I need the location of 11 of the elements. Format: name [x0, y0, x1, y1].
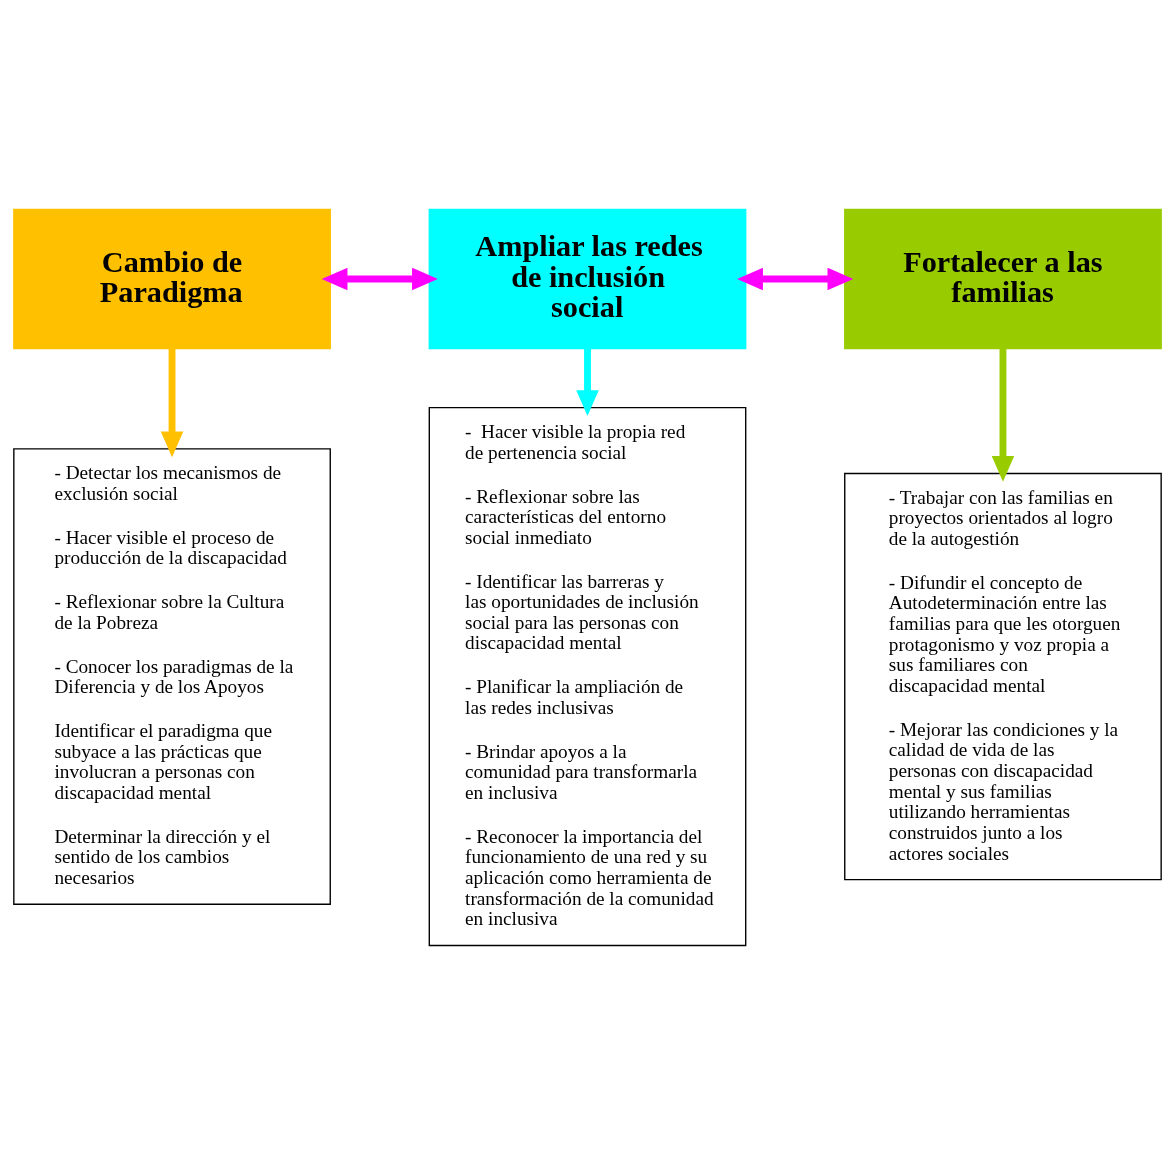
node-box: Cambio de Paradigma [13, 208, 331, 350]
arrow [576, 348, 599, 416]
node-box: - Detectar los mecanismos de exclusión social - Hacer visible el proceso de producción de la discapacidad - Reflexionar sobre la Cultura de la Pobreza - Conocer los paradigmas de la Diferencia y de los Apoyos Identificar el paradigma que subyace a las prácticas que involucran a personas con discapacidad mental Determinar la dirección y el sentido de los cambios necesarios [13, 448, 331, 905]
node-box: - Trabajar con las familias en proyectos orientados al logro de la autogestión - Difundir el concepto de Autodeterminación entre las familias para que les otorguen protagonismo y voz propia a sus familiares con discapacidad mental - Mejorar las condiciones y la calidad de vida de las personas con discapacidad mental y sus familias utilizando herramientas construidos junto a los actores sociales [844, 472, 1162, 881]
node-box: - Hacer visible la propia red de pertenencia social - Reflexionar sobre las características del entorno social inmediato - Identificar las barreras y las oportunidades de inclusión social para las personas con discapacidad mental - Planificar la ampliación de las redes inclusivas - Brindar apoyos a la comunidad para transformarla en inclusiva - Reconocer la importancia del funcionamiento de una red y su aplicación como herramienta de transformación de la comunidad en inclusiva [428, 406, 747, 947]
node-box: Fortalecer a las familias [844, 208, 1162, 350]
arrow [160, 348, 184, 458]
node-box: Ampliar las redes de inclusión social [428, 208, 747, 350]
arrow [991, 348, 1015, 482]
arrow [321, 267, 438, 291]
arrow [737, 267, 854, 291]
